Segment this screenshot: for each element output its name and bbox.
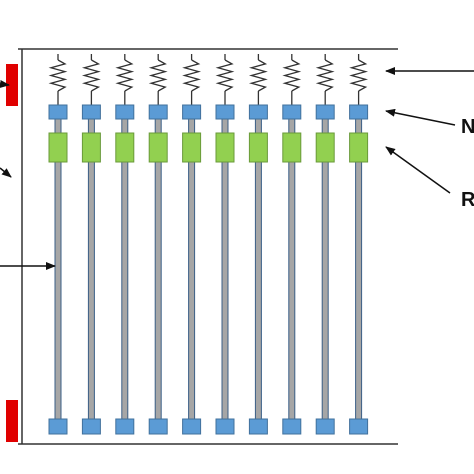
bottom-node — [148, 418, 168, 435]
rod-shaft — [121, 117, 129, 421]
rigid-element — [315, 132, 335, 163]
rod-shaft — [188, 117, 196, 421]
bottom-wall-block — [6, 400, 18, 442]
top-node — [349, 104, 369, 120]
spring — [182, 59, 202, 92]
bottom-node — [48, 418, 68, 435]
bottom-node — [115, 418, 135, 435]
bottom-node — [282, 418, 302, 435]
node-callout-label: N — [461, 116, 474, 138]
rigid-element — [81, 132, 101, 163]
rod-assembly — [315, 54, 335, 435]
rigid-element — [48, 132, 68, 163]
left-mid-arrow — [0, 167, 12, 178]
bottom-node — [248, 418, 268, 435]
rod-assembly — [115, 54, 135, 435]
bottom-node — [182, 418, 202, 435]
top-node — [215, 104, 235, 120]
top-node — [282, 104, 302, 120]
top-wall-block — [6, 64, 18, 106]
rod-shaft — [254, 117, 262, 421]
rigid-element — [349, 132, 369, 163]
rod-assembly — [248, 54, 268, 435]
spring — [115, 59, 135, 92]
top-node — [148, 104, 168, 120]
top-node — [315, 104, 335, 120]
rigid-element — [115, 132, 135, 163]
spring — [349, 59, 369, 92]
rod-assembly — [349, 54, 369, 435]
spring — [148, 59, 168, 92]
bottom-node — [315, 418, 335, 435]
bottom-node — [349, 418, 369, 435]
rigid-element — [215, 132, 235, 163]
rigid-element — [282, 132, 302, 163]
top-node — [248, 104, 268, 120]
spring — [48, 59, 68, 92]
top-node — [182, 104, 202, 120]
rod-shaft — [221, 117, 229, 421]
rod-assembly — [282, 54, 302, 435]
rod-shaft — [355, 117, 363, 421]
node-arrow — [385, 108, 456, 126]
rod-shaft — [54, 117, 62, 421]
bottom-node — [81, 418, 101, 435]
rods-group — [48, 54, 369, 435]
spring — [81, 59, 101, 92]
spring — [215, 59, 235, 92]
rod-assembly — [148, 54, 168, 435]
spring — [315, 59, 335, 92]
top-node — [81, 104, 101, 120]
rod-shaft — [321, 117, 329, 421]
rigid-element — [248, 132, 268, 163]
rod-assembly — [182, 54, 202, 435]
rod-shaft — [154, 117, 162, 421]
spring — [248, 59, 268, 92]
rigid-callout-label: R — [461, 189, 474, 211]
left-top-arrow — [0, 80, 10, 88]
top-node — [115, 104, 135, 120]
rod-shaft — [87, 117, 95, 421]
spring — [282, 59, 302, 92]
rod-assembly — [215, 54, 235, 435]
rigid-element — [148, 132, 168, 163]
rod-assembly — [81, 54, 101, 435]
bottom-node — [215, 418, 235, 435]
rod-shaft — [288, 117, 296, 421]
rigid-element — [182, 132, 202, 163]
rod-assembly — [48, 54, 68, 435]
rigid-arrow — [385, 146, 451, 194]
top-node — [48, 104, 68, 120]
